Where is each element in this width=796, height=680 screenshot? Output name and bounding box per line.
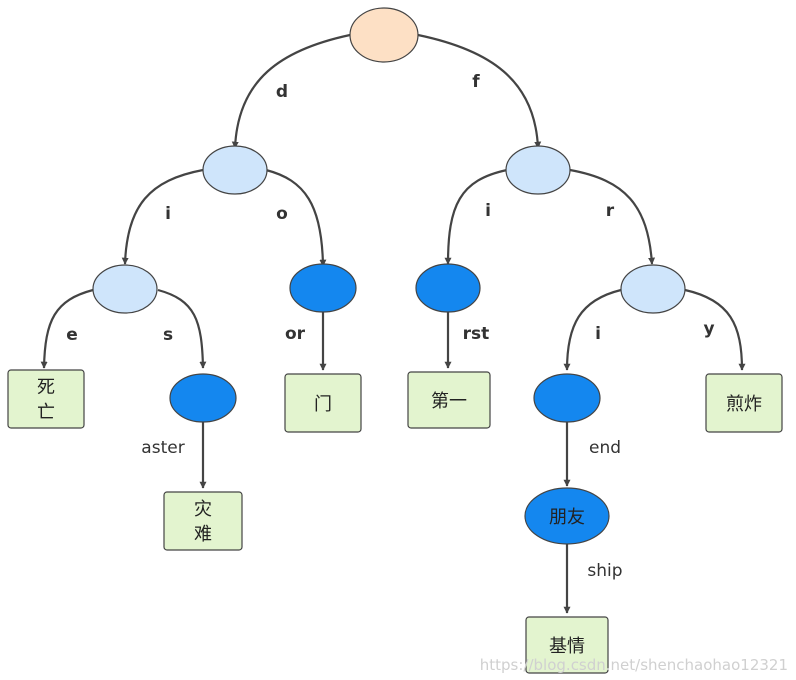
edge-label-fr-i: i <box>595 324 601 344</box>
watermark: https://blog.csdn.net/shenchaohao12321 <box>480 656 788 674</box>
edge-label-d-o: o <box>276 204 288 224</box>
node-friend-label: 朋友 <box>549 507 585 528</box>
edge-root-f <box>417 33 542 149</box>
leaf-friendship-label: 基情 <box>549 636 585 657</box>
edge-label-di-s: s <box>163 325 173 345</box>
leaf-friendship <box>525 616 609 674</box>
edge-label-fri-end: end <box>589 438 621 458</box>
edge-label-f-i: i <box>485 201 491 221</box>
edge-label-f-r: r <box>606 201 615 221</box>
node-fri <box>533 373 601 423</box>
root-node <box>349 7 419 63</box>
leaf-first <box>407 371 491 429</box>
node-d <box>202 145 268 195</box>
leaf-disaster-line2: 难 <box>194 524 212 545</box>
node-fr <box>620 264 686 314</box>
edge-label-fr-y: y <box>703 319 714 339</box>
node-do <box>289 263 357 313</box>
leaf-disaster <box>163 491 243 551</box>
leaf-door <box>284 373 362 433</box>
leaf-die <box>7 369 85 429</box>
node-f <box>505 145 571 195</box>
edge-d-o <box>265 168 327 267</box>
leaf-die-line1: 死 <box>37 377 55 398</box>
leaf-fry-label: 煎炸 <box>726 394 762 415</box>
edge-label-do-or: or <box>285 324 306 344</box>
leaf-fry <box>705 373 783 433</box>
edge-label-friend-ship: ship <box>587 561 622 581</box>
node-fi <box>415 263 481 313</box>
node-friend <box>524 487 610 545</box>
edge-f-r <box>569 168 656 265</box>
edge-label-ds-aster: aster <box>141 438 184 458</box>
leaf-die-line2: 亡 <box>37 402 55 423</box>
edge-label-d: d <box>276 82 288 102</box>
edge-label-f: f <box>472 72 480 92</box>
edge-d-i <box>121 168 204 265</box>
edge-di-s <box>157 288 207 369</box>
edge-label-fi-rst: rst <box>463 324 490 344</box>
leaf-door-label: 门 <box>314 394 332 415</box>
edge-fr-i <box>563 288 622 371</box>
edge-label-d-i: i <box>165 204 171 224</box>
node-di <box>92 264 158 314</box>
edge-fr-y <box>684 288 746 371</box>
edge-f-i <box>444 168 508 265</box>
node-ds <box>169 373 237 423</box>
edge-di-e <box>40 288 94 369</box>
leaf-disaster-line1: 灾 <box>194 499 212 520</box>
edge-label-di-e: e <box>66 325 78 345</box>
leaf-first-label: 第一 <box>431 391 467 412</box>
edge-root-d <box>231 33 351 149</box>
